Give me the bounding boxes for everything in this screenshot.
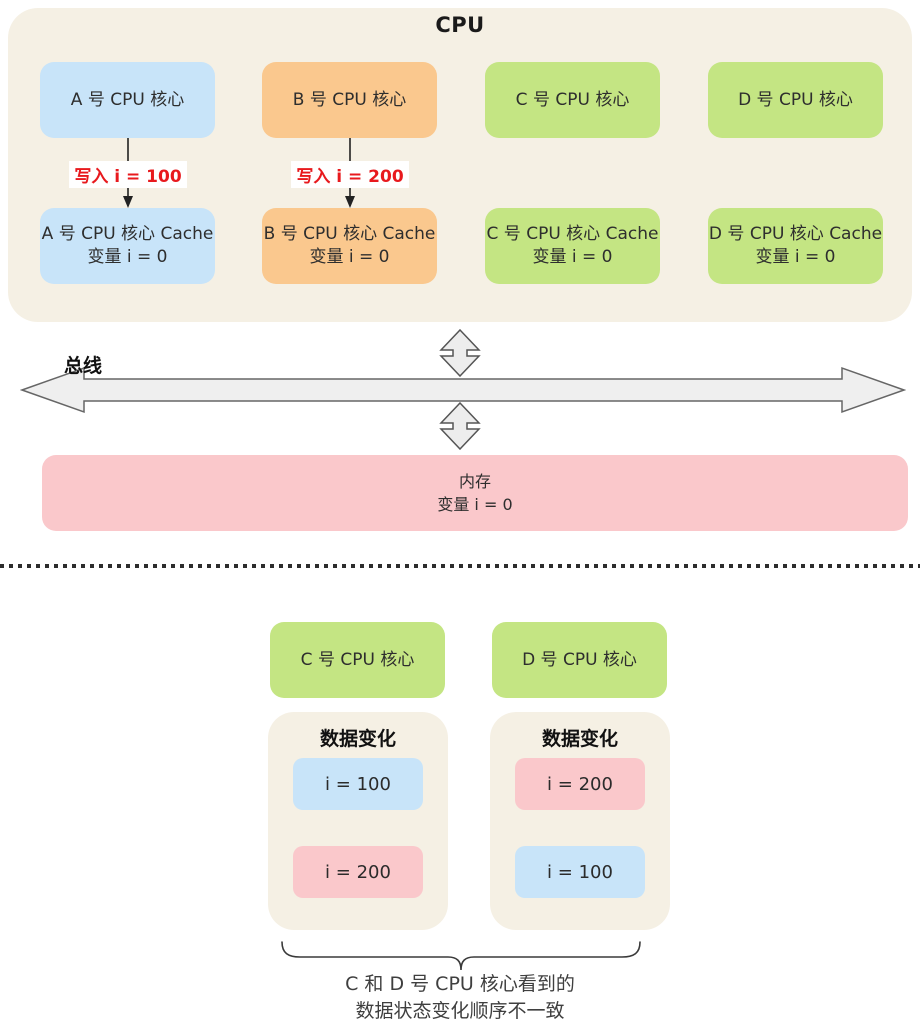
memory-line2: 变量 i = 0	[437, 495, 513, 514]
cache-d-line2: 变量 i = 0	[755, 247, 836, 267]
cache-b-line2: 变量 i = 0	[309, 247, 390, 267]
cpu-core-a: A 号 CPU 核心	[40, 62, 215, 138]
obs-panel-c-value-1: i = 100	[293, 758, 423, 810]
cache-a-line1: A 号 CPU 核心 Cache	[41, 224, 214, 245]
obs-panel-c: 数据变化 i = 100 i = 200	[268, 712, 448, 930]
brace-caption: C 和 D 号 CPU 核心看到的 数据状态变化顺序不一致	[230, 971, 690, 1024]
cpu-core-b-label: B 号 CPU 核心	[292, 89, 407, 110]
write-label-a: 写入 i = 100	[38, 161, 218, 188]
obs-core-c: C 号 CPU 核心	[270, 622, 445, 698]
obs-panel-d: 数据变化 i = 200 i = 100	[490, 712, 670, 930]
brace-caption-line2: 数据状态变化顺序不一致	[355, 999, 565, 1022]
bus-label: 总线	[64, 355, 103, 377]
updown-arrow-bus-memory-icon	[439, 402, 481, 450]
cache-c-line2: 变量 i = 0	[532, 247, 613, 267]
memory-line1: 内存	[458, 471, 491, 491]
cache-d: D 号 CPU 核心 Cache 变量 i = 0	[708, 208, 883, 284]
obs-core-d-label: D 号 CPU 核心	[522, 649, 637, 670]
updown-arrow-cpu-bus-icon	[439, 329, 481, 377]
write-label-b: 写入 i = 200	[260, 161, 440, 188]
cache-c-line1: C 号 CPU 核心 Cache	[486, 224, 659, 245]
brace-caption-line1: C 和 D 号 CPU 核心看到的	[345, 973, 575, 995]
cpu-title: CPU	[435, 13, 485, 37]
cpu-core-d-label: D 号 CPU 核心	[738, 89, 853, 110]
obs-core-d: D 号 CPU 核心	[492, 622, 667, 698]
cache-a: A 号 CPU 核心 Cache 变量 i = 0	[40, 208, 215, 284]
cpu-core-a-label: A 号 CPU 核心	[70, 89, 185, 110]
obs-core-c-label: C 号 CPU 核心	[300, 649, 415, 670]
obs-panel-d-header: 数据变化	[541, 728, 618, 750]
cpu-core-d: D 号 CPU 核心	[708, 62, 883, 138]
obs-panel-d-value-1: i = 200	[515, 758, 645, 810]
memory-box: 内存 变量 i = 0	[42, 455, 908, 531]
cpu-core-b: B 号 CPU 核心	[262, 62, 437, 138]
cpu-core-c: C 号 CPU 核心	[485, 62, 660, 138]
obs-panel-c-header: 数据变化	[319, 728, 396, 750]
cache-d-line1: D 号 CPU 核心 Cache	[708, 224, 883, 245]
cache-b: B 号 CPU 核心 Cache 变量 i = 0	[262, 208, 437, 284]
bus-arrow-icon	[20, 366, 906, 414]
cpu-core-c-label: C 号 CPU 核心	[515, 89, 630, 110]
dotted-separator	[0, 564, 920, 568]
obs-panel-c-value-2: i = 200	[293, 846, 423, 898]
brace-icon	[281, 941, 641, 971]
obs-panel-d-value-2: i = 100	[515, 846, 645, 898]
cache-a-line2: 变量 i = 0	[87, 247, 168, 267]
cache-c: C 号 CPU 核心 Cache 变量 i = 0	[485, 208, 660, 284]
cache-b-line1: B 号 CPU 核心 Cache	[263, 224, 436, 245]
